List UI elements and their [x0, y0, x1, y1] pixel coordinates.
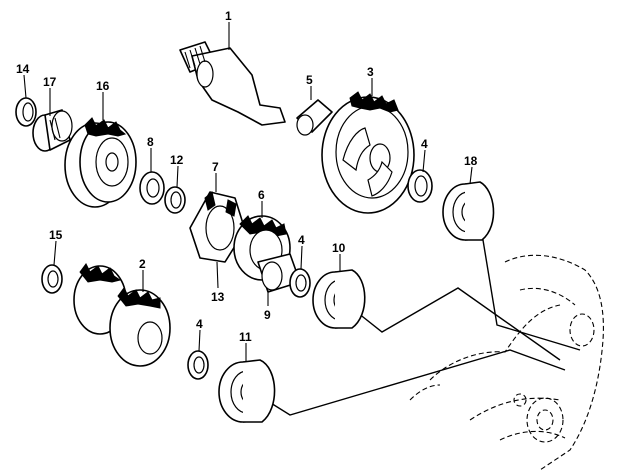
callout-5: 5 [306, 73, 313, 87]
callout-13: 13 [211, 290, 225, 304]
callout-8: 8 [147, 135, 154, 149]
part-1-shaft [179, 22, 286, 126]
callout-3: 3 [367, 65, 374, 79]
callout-18: 18 [464, 154, 478, 168]
callout-10: 10 [332, 241, 346, 255]
callout-2: 2 [139, 257, 146, 271]
part-16-gear [64, 92, 137, 208]
crankcase-housing-outline [409, 254, 604, 471]
callout-15: 15 [49, 228, 63, 242]
callout-11: 11 [239, 330, 252, 344]
part-2-cluster-gear [73, 263, 171, 367]
callout-4-middle: 4 [298, 233, 305, 247]
part-8-ring [139, 148, 165, 205]
part-6-gear [233, 201, 291, 281]
part-5-collar [296, 86, 333, 136]
part-12-circlip [164, 165, 186, 214]
callout-17: 17 [43, 75, 57, 89]
callout-16: 16 [96, 79, 110, 93]
part-13-leader [216, 261, 219, 289]
part-4-washer-upper [407, 149, 433, 203]
assembly-lines [265, 233, 581, 416]
callout-6: 6 [258, 188, 265, 202]
part-14-ring [15, 74, 37, 127]
part-3-large-gear [321, 78, 415, 214]
callout-9: 9 [264, 308, 271, 322]
part-7-sleeve [189, 173, 246, 263]
part-18-bearing [442, 166, 495, 241]
part-4-washer-middle [289, 245, 311, 298]
callout-labels: 1 3 5 14 17 16 8 12 4 18 7 6 4 10 15 2 1… [16, 9, 478, 344]
callout-7: 7 [212, 160, 219, 174]
callout-4-lower: 4 [196, 317, 203, 331]
callout-1: 1 [225, 9, 232, 23]
part-4-washer-lower [187, 329, 209, 380]
part-10-bearing [312, 254, 366, 329]
callout-4-upper: 4 [421, 137, 428, 151]
part-15-ring [41, 240, 63, 294]
part-17-needle-bearing [32, 88, 73, 152]
callout-12: 12 [170, 153, 184, 167]
callout-14: 14 [16, 62, 30, 76]
part-11-bearing [218, 343, 276, 423]
